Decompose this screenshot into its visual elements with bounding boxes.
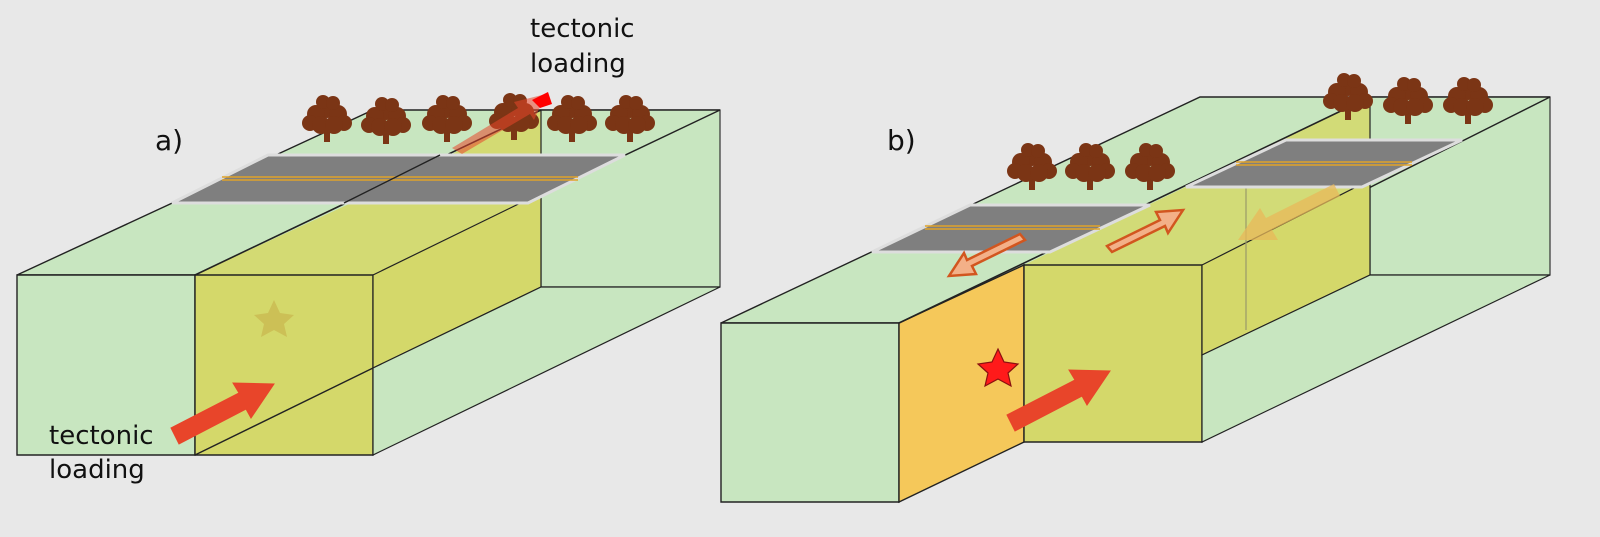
panel-a-label: a) <box>155 124 183 157</box>
tectonic-loading-label-top-line1: tectonic <box>530 14 635 44</box>
panel-b-left-block-front <box>720 322 900 503</box>
panel-a-rupture-top <box>195 110 541 275</box>
panel-b: b) <box>720 71 1551 504</box>
tectonic-loading-label-bottom-line1: tectonic <box>49 421 154 451</box>
panel-a-road <box>171 153 626 205</box>
arrow-icon <box>1105 208 1186 254</box>
arrow-icon <box>1006 369 1111 432</box>
tectonic-loading-label-top-line2: loading <box>530 49 626 79</box>
arrow-icon <box>452 94 546 154</box>
arrow-icon <box>532 92 552 108</box>
tectonic-loading-label-bottom-line2: loading <box>49 455 145 485</box>
panel-a-lower-face <box>372 286 721 456</box>
panel-b-label: b) <box>887 124 916 157</box>
arrow-icon <box>1238 184 1340 240</box>
panel-b-road-right <box>1185 138 1463 189</box>
arrow-icon <box>946 232 1027 278</box>
panel-b-middle-block-front <box>1023 264 1203 443</box>
panel-b-lower-face <box>1201 274 1551 443</box>
hypocenter-star-icon <box>976 347 1020 388</box>
panel-a: a) tectonic loading tectonic loading <box>16 14 721 485</box>
arrow-icon <box>170 382 275 445</box>
hypocenter-star-icon <box>254 300 294 337</box>
panel-a-middle-block-front <box>194 274 374 456</box>
